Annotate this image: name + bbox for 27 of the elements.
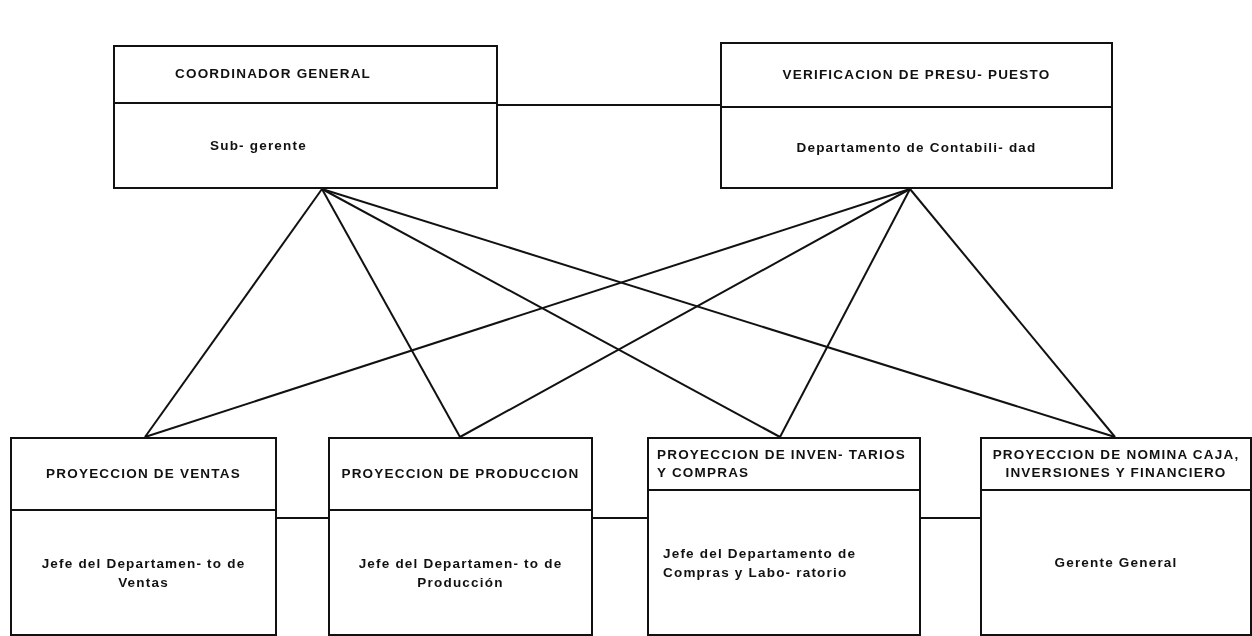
org-box xyxy=(10,437,277,636)
box-title: PROYECCION DE PRODUCCION xyxy=(341,464,580,483)
box-subtitle: Departamento de Contabili- dad xyxy=(796,139,1037,158)
org-box xyxy=(328,437,593,636)
box-subtitle: Jefe del Departamento de Compras y Labo- ratorio xyxy=(663,545,858,582)
box-title: PROYECCION DE VENTAS xyxy=(46,464,241,483)
org-box xyxy=(720,42,1113,189)
box-title: PROYECCION DE NOMINA CAJA, INVERSIONES Y FINANCIERO xyxy=(991,445,1241,482)
box-subtitle: Jefe del Departamen- to de Producción xyxy=(357,555,564,592)
connector-line xyxy=(909,188,1116,438)
box-subtitle: Gerente General xyxy=(1054,554,1178,573)
box-title: COORDINADOR GENERAL xyxy=(175,65,372,84)
connector-line xyxy=(276,517,329,519)
connector-line xyxy=(321,188,461,438)
connector-line xyxy=(779,188,911,438)
box-subtitle: Jefe del Departamen- to de Ventas xyxy=(40,555,247,592)
connector-line xyxy=(497,104,721,106)
box-title: VERIFICACION DE PRESU- PUESTO xyxy=(782,65,1051,84)
connector-line xyxy=(592,517,648,519)
org-box xyxy=(113,45,498,189)
org-box xyxy=(647,437,921,636)
connector-line xyxy=(920,517,981,519)
connector-line xyxy=(459,188,911,438)
org-box xyxy=(980,437,1252,636)
box-title: PROYECCION DE INVEN- TARIOS Y COMPRAS xyxy=(657,445,907,482)
connector-line xyxy=(144,188,323,438)
box-subtitle: Sub- gerente xyxy=(210,137,307,156)
